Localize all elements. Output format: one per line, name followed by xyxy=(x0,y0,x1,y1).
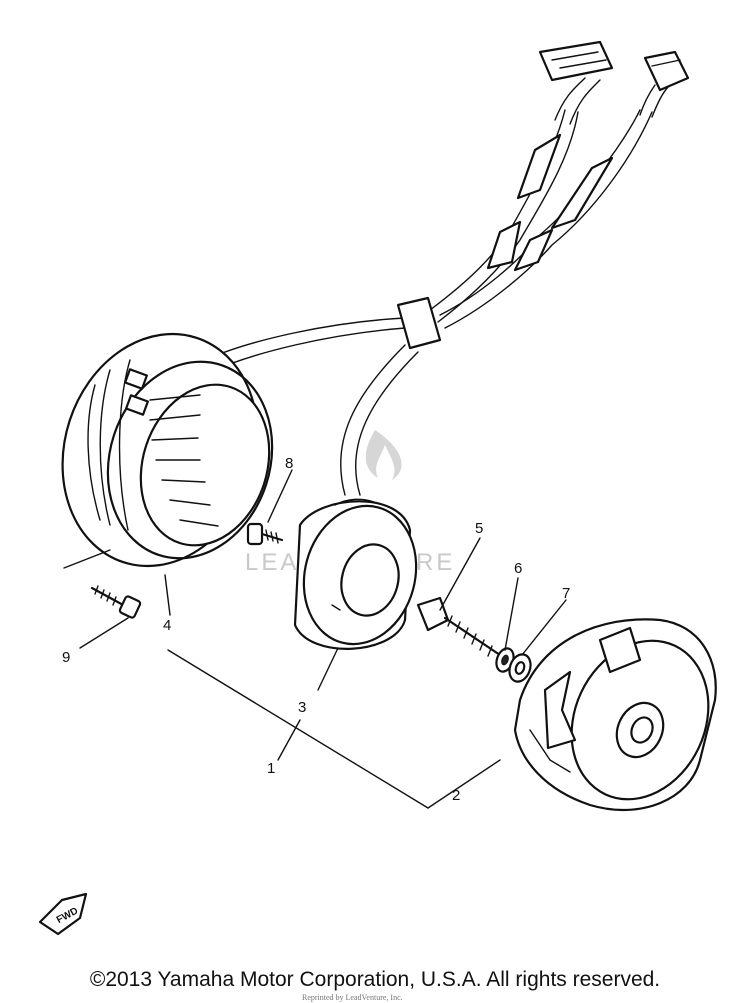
bolt-part-5 xyxy=(416,537,502,657)
fwd-arrow-icon: FWD xyxy=(38,892,88,936)
callout-9: 9 xyxy=(62,649,70,666)
callout-7: 7 xyxy=(562,585,570,602)
callout-3: 3 xyxy=(298,699,306,716)
wire-harness xyxy=(204,40,690,496)
callout-6: 6 xyxy=(514,560,522,577)
sub-credit: Reprinted by LeadVenture, Inc. xyxy=(302,993,403,1002)
assembly-leader-lines xyxy=(164,574,501,809)
rotor-part-3 xyxy=(293,498,418,650)
callout-1: 1 xyxy=(267,760,275,777)
callout-4: 4 xyxy=(163,617,171,634)
stator-part-4 xyxy=(61,332,274,568)
screw-part-8 xyxy=(246,469,293,546)
callout-2: 2 xyxy=(452,787,460,804)
flywheel-part-2 xyxy=(513,618,717,812)
washer-part-7 xyxy=(508,599,567,683)
callout-5: 5 xyxy=(475,520,483,537)
callout-8: 8 xyxy=(285,455,293,472)
copyright-notice: ©2013 Yamaha Motor Corporation, U.S.A. A… xyxy=(89,968,661,991)
screw-part-9 xyxy=(63,549,142,649)
